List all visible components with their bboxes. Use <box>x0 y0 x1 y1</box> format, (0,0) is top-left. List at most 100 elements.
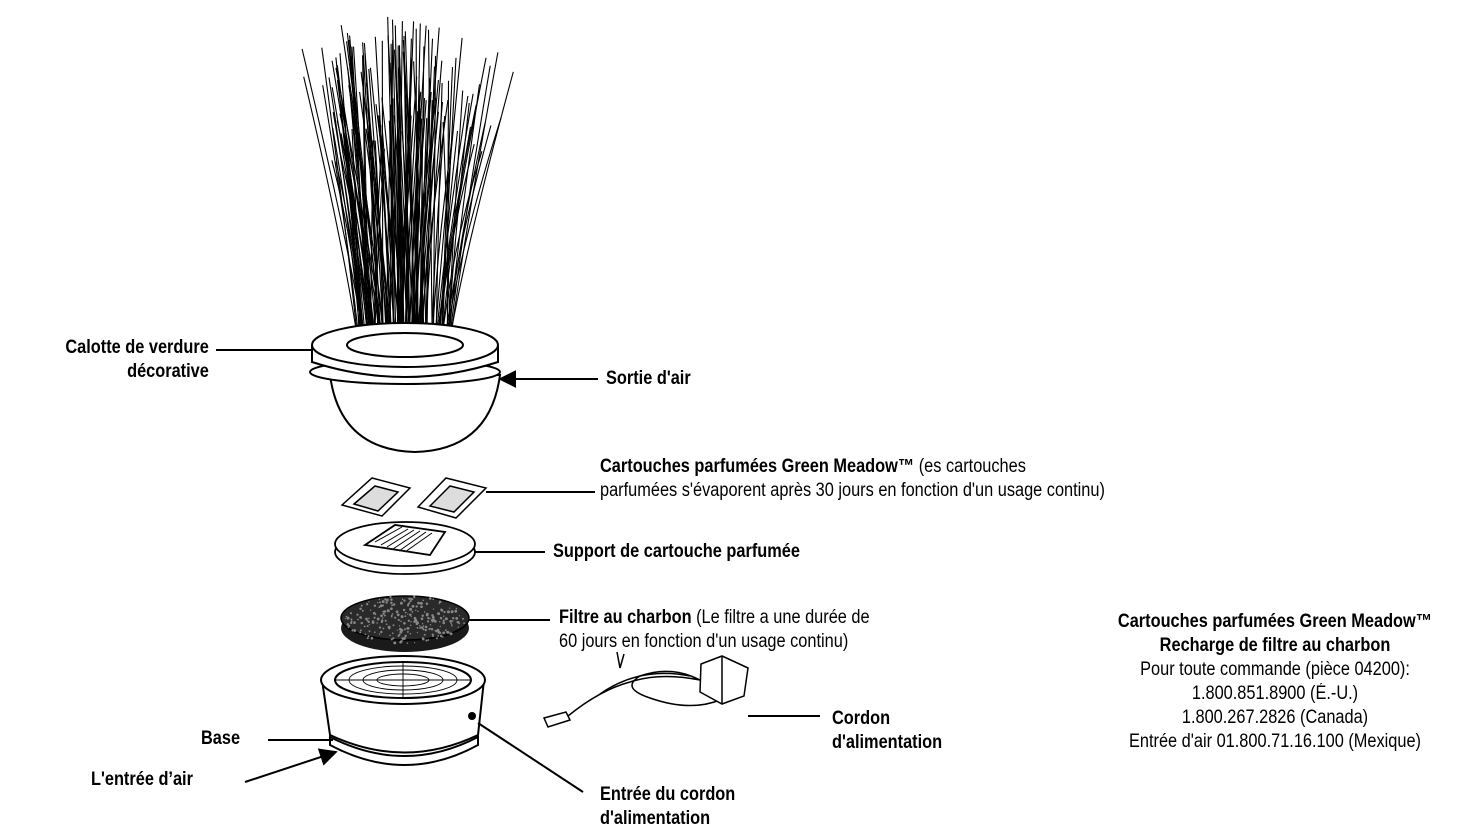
filter-texture-dot <box>421 622 424 625</box>
filter-texture-dot <box>446 610 450 614</box>
filter-texture-dot <box>437 612 441 616</box>
filter-texture-dot <box>426 614 429 617</box>
label-green-cap-line2: décorative <box>127 361 209 382</box>
filter-texture-dot <box>373 616 376 619</box>
filter-texture-dot <box>361 609 364 612</box>
filter-texture-dot <box>410 621 412 623</box>
filter-texture-dot <box>417 610 419 612</box>
filter-texture-dot <box>416 626 419 629</box>
filter-texture-dot <box>357 618 359 621</box>
filter-texture-dot <box>398 619 400 622</box>
filter-texture-dot <box>451 624 453 627</box>
grass-blade <box>418 83 427 346</box>
filter-texture-dot <box>373 604 377 607</box>
filter-texture-dot <box>422 599 425 602</box>
filter-texture-dot <box>359 608 362 610</box>
filter-texture-dot <box>438 620 441 623</box>
filter-texture-dot <box>435 637 438 640</box>
filter-texture-dot <box>353 629 357 633</box>
filter-texture-dot <box>346 623 349 626</box>
filter-texture-dot <box>431 633 434 636</box>
filter-texture-dot <box>366 637 369 640</box>
filter-texture-dot <box>390 598 393 601</box>
grass-blade <box>335 57 363 346</box>
filter-texture-dot <box>360 604 363 607</box>
filter-texture-dot <box>376 617 380 621</box>
grass-blade <box>411 97 437 346</box>
label-air-outlet: Sortie d'air <box>606 368 691 389</box>
filter-texture-dot <box>403 628 407 631</box>
grass-blade <box>351 128 361 346</box>
grass-blade <box>446 80 450 346</box>
grass-blade <box>394 25 403 346</box>
filter-texture-dot <box>382 627 385 630</box>
filter-texture-dot <box>427 616 430 620</box>
filter-texture-dot <box>383 614 386 617</box>
filter-texture-dot <box>432 635 435 638</box>
filter-texture-dot <box>440 609 444 612</box>
grass-blade <box>416 79 439 346</box>
leader-air-inlet <box>244 748 338 783</box>
filter-texture-dot <box>449 619 453 623</box>
filter-texture-dot <box>347 626 350 629</box>
filter-texture-dot <box>344 617 347 620</box>
filter-texture-dot <box>390 607 393 611</box>
filter-texture-dot <box>398 627 402 631</box>
grass-blade <box>392 98 396 346</box>
filter-texture-dot <box>399 641 402 644</box>
filter-texture-dot <box>374 613 377 616</box>
label-cartridges: Cartouches parfumées Green Meadow™ (es c… <box>600 455 1105 503</box>
filter-texture-dot <box>392 603 396 606</box>
filter-texture-dot <box>416 621 419 625</box>
filter-texture-dot <box>430 627 434 631</box>
grass-blade <box>419 38 434 346</box>
filter-texture-dot <box>390 638 393 641</box>
filter-texture-dot <box>386 598 389 602</box>
grass-blade <box>340 133 370 346</box>
filter-texture-dot <box>427 639 430 641</box>
filter-texture-dot <box>444 617 447 619</box>
filter-texture-dot <box>415 609 417 611</box>
filter-texture-dot <box>444 629 447 632</box>
grass-blade <box>359 91 390 346</box>
filter-texture-dot <box>383 610 387 613</box>
filter-texture-dot <box>366 603 369 606</box>
filter-texture-dot <box>389 634 391 637</box>
filter-texture-dot <box>410 599 412 602</box>
filter-texture-dot <box>382 612 385 615</box>
grass-blade <box>413 61 425 346</box>
filter-texture-dot <box>401 598 404 601</box>
order-title-2: Recharge de filtre au charbon <box>1159 635 1391 656</box>
filter-texture-dot <box>420 626 424 629</box>
grass-blade <box>448 65 491 346</box>
filter-texture-dot <box>378 626 382 629</box>
filter-texture-dot <box>356 613 359 616</box>
filter-texture-dot <box>432 598 435 601</box>
filter-texture-dot <box>410 615 412 618</box>
filter-texture-dot <box>384 619 387 622</box>
filter-texture-dot <box>387 625 391 629</box>
filter-texture-dot <box>391 632 394 635</box>
filter-texture-dot <box>368 630 371 633</box>
filter-texture-dot <box>381 617 384 619</box>
filter-texture-dot <box>451 623 453 625</box>
filter-texture-dot <box>429 627 431 630</box>
grass-blade <box>322 85 360 346</box>
filter-texture-dot <box>428 597 432 600</box>
filter-texture-dot <box>438 602 440 605</box>
filter-texture-dot <box>409 613 412 616</box>
filter-texture-dot <box>401 637 404 640</box>
label-power-cord-line2: d'alimentation <box>832 732 943 753</box>
filter-texture-dot <box>406 626 410 630</box>
grass-blade <box>449 52 499 346</box>
filter-texture-dot <box>429 617 431 620</box>
filter-texture-dot <box>402 637 406 640</box>
grass-blade <box>401 38 412 346</box>
filter-texture-dot <box>461 617 465 620</box>
filter-texture-dot <box>385 623 388 626</box>
filter-texture-dot <box>421 614 424 618</box>
filter-texture-dot <box>416 631 419 634</box>
green-cap-part <box>309 322 502 454</box>
filter-texture-dot <box>367 635 370 638</box>
filter-texture-dot <box>419 626 422 629</box>
